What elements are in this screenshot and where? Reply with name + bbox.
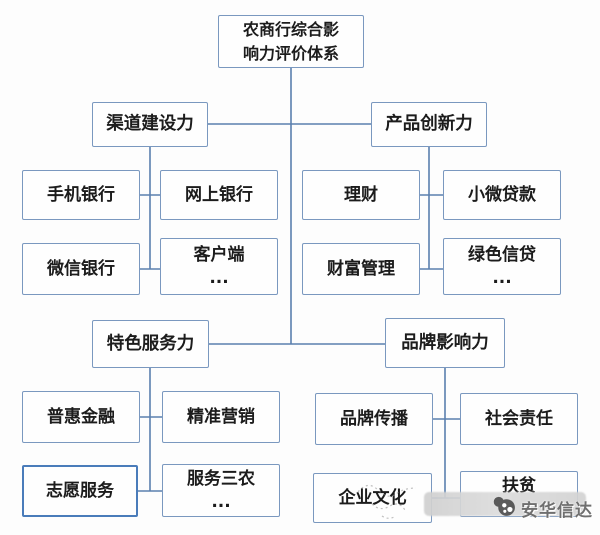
node-wealth-products: 理财 — [302, 170, 420, 220]
node-mobile-banking: 手机银行 — [22, 170, 140, 220]
node-special-service: 特色服务力 — [92, 320, 209, 368]
node-corporate-culture: 企业文化 — [313, 473, 432, 523]
node-product-innovation: 产品创新力 — [371, 102, 487, 147]
node-serving-agriculture: 服务三农 ... — [162, 464, 280, 517]
node-inclusive-finance: 普惠金融 — [22, 391, 140, 443]
node-wechat-banking: 微信银行 — [22, 243, 140, 295]
connector-service-branch — [138, 368, 162, 492]
scribble-artifact — [357, 484, 417, 519]
node-micro-loans: 小微贷款 — [443, 170, 561, 220]
connector-channel-branch — [140, 147, 160, 270]
node-brand-influence: 品牌影响力 — [385, 318, 505, 368]
node-precision-marketing: 精准营销 — [162, 391, 280, 443]
panda-logo-icon — [493, 496, 515, 516]
node-client-app: 客户端 ... — [160, 238, 278, 295]
connector-brand-branch — [432, 368, 460, 499]
node-channel-building: 渠道建设力 — [92, 102, 208, 147]
node-volunteer-service: 志愿服务 — [22, 465, 138, 517]
node-root-evaluation-system: 农商行综合影 响力评价体系 — [218, 15, 364, 68]
node-brand-communication: 品牌传播 — [315, 393, 433, 445]
node-green-credit: 绿色信贷 ... — [443, 238, 561, 295]
node-wealth-management: 财富管理 — [302, 243, 420, 295]
connector-root — [208, 68, 385, 345]
node-social-responsibility: 社会责任 — [460, 393, 578, 445]
connector-product-branch — [420, 147, 443, 270]
watermark-text: 安华信达 — [521, 501, 593, 521]
node-online-banking: 网上银行 — [160, 170, 278, 220]
